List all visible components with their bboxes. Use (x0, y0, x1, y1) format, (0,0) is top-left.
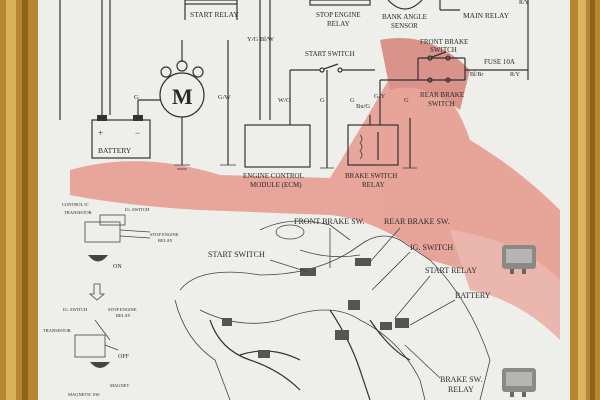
wire-label-gw: G/W (218, 94, 232, 101)
wire-label-g-2: G (320, 97, 325, 104)
battery-symbol (91, 119, 151, 159)
wiring-schematic: START RELAY STOP ENGINE RELAY BANK ANGLE… (59, 0, 530, 189)
wire-label-g-3: G (350, 97, 355, 104)
brake-switch-relay-box (347, 124, 399, 166)
callout-ig-switch: IG. SWITCH (410, 243, 453, 252)
inset-label-transistor: TRANSISTOR (64, 210, 92, 215)
label-bank-angle-sensor: BANK ANGLE (382, 13, 427, 21)
inset-label-control-ic: CONTROL IC (62, 202, 89, 207)
relay-photo-top (502, 245, 536, 274)
label-rear-brake-switch: REAR BRAKE (420, 91, 464, 99)
label-fuse: FUSE 10A (484, 58, 515, 66)
inset-label-magnetic-sw: MAGNETIC SW. (68, 392, 100, 397)
wire-label-blbr: Bl/Br (470, 72, 483, 78)
component-callouts: FRONT BRAKE SW. REAR BRAKE SW. IG. SWITC… (208, 217, 491, 394)
callout-start-relay: START RELAY (425, 266, 477, 275)
callout-brake-sw-relay-2: RELAY (448, 385, 474, 394)
label-rear-brake-switch-2: SWITCH (428, 100, 455, 108)
label-brake-switch-relay: BRAKE SWITCH (345, 172, 397, 180)
callout-front-brake-sw: FRONT BRAKE SW. (294, 217, 364, 226)
label-stop-engine-relay: STOP ENGINE (316, 11, 361, 19)
wire-label-wg: W/G (278, 97, 291, 104)
wire-ry-top: R/Y (519, 0, 530, 6)
inset-label-ig-switch-2: IG. SWITCH (63, 307, 88, 312)
motor-label: M (172, 84, 193, 109)
inset-label-stop-engine-relay-2: STOP ENGINE (108, 307, 137, 312)
scooter-background-image (70, 38, 560, 340)
inset-label-stop-engine-relay-b: RELAY (158, 238, 173, 243)
wire-label-g-4: G (404, 97, 409, 104)
ignition-inset-diagram: CONTROL IC TRANSISTOR IG. SWITCH STOP EN… (43, 202, 179, 397)
label-start-switch: START SWITCH (305, 50, 355, 58)
scooter-harness-drawing (174, 220, 491, 400)
ecm-box (244, 124, 311, 168)
wire-label-bug: Bu/G (356, 103, 370, 110)
wire-label-g: G (134, 94, 139, 101)
inset-label-magnet: MAGNET (110, 383, 129, 388)
inset-label-transistor-2: TRANSISTOR (43, 328, 71, 333)
label-main-relay: MAIN RELAY (463, 11, 510, 20)
inset-label-stop-engine-relay-2b: RELAY (116, 313, 131, 318)
label-ecm-2: MODULE (ECM) (250, 181, 302, 189)
callout-battery: BATTERY (455, 291, 491, 300)
label-battery: BATTERY (98, 146, 132, 155)
wire-label-ybw: Y/G Bl/W (247, 36, 275, 43)
label-ecm: ENGINE CONTROL (243, 172, 304, 180)
label-front-brake-switch-2: SWITCH (430, 46, 457, 54)
callout-brake-sw-relay: BRAKE SW. (440, 375, 482, 384)
inset-label-on: ON (113, 264, 122, 270)
inset-label-stop-engine-relay: STOP ENGINE (150, 232, 179, 237)
label-front-brake-switch: FRONT BRAKE (420, 38, 468, 46)
label-bank-angle-sensor-2: SENSOR (391, 22, 418, 30)
wire-label-ry: R/Y (510, 72, 521, 78)
label-start-relay-top: START RELAY (190, 10, 239, 19)
callout-rear-brake-sw: REAR BRAKE SW. (384, 217, 450, 226)
inset-label-ig-switch: IG. SWITCH (125, 207, 150, 212)
svg-text:+: + (98, 128, 103, 138)
label-stop-engine-relay-2: RELAY (327, 20, 350, 28)
label-brake-switch-relay-2: RELAY (362, 181, 385, 189)
relay-photo-bottom (502, 368, 536, 397)
inset-label-off: OFF (118, 354, 130, 360)
svg-text:−: − (135, 128, 140, 138)
callout-start-switch: START SWITCH (208, 250, 265, 259)
